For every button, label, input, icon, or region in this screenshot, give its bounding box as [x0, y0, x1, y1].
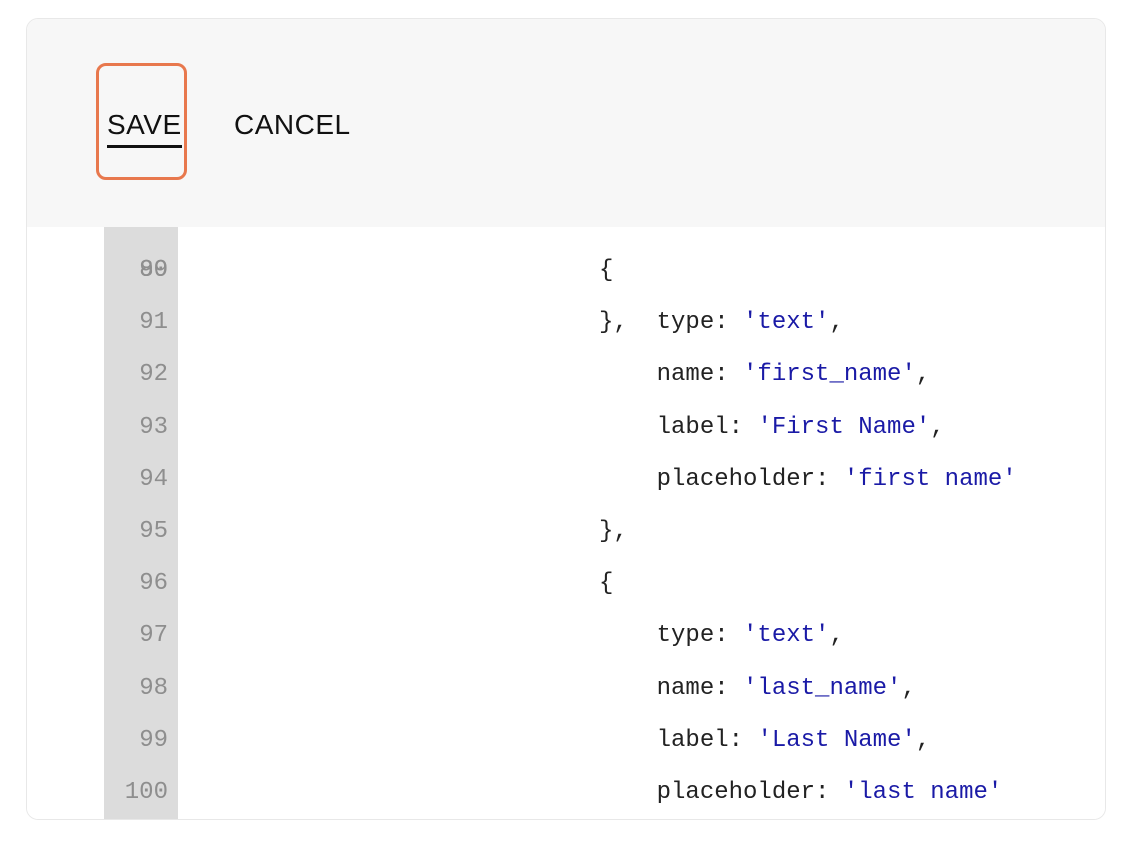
- code-line: 99 label: 'Last Name',: [27, 715, 1105, 767]
- code-text: },: [599, 309, 628, 336]
- code-text: {: [599, 558, 613, 610]
- code-key: type:: [599, 309, 744, 337]
- code-string-literal: 'Last Name': [757, 726, 916, 754]
- cancel-button[interactable]: CANCEL: [234, 107, 351, 143]
- code-line: 98 name: 'last_name',: [27, 663, 1105, 715]
- code-text: type: 'text',: [599, 297, 844, 349]
- line-number: 98: [139, 674, 168, 702]
- code-string-literal: 'first_name': [743, 361, 916, 389]
- code-text: placeholder: 'first name': [599, 454, 1017, 506]
- line-number: 91: [139, 309, 168, 337]
- code-line: 90 {: [27, 245, 1105, 297]
- code-line: 100 placeholder: 'last name': [27, 767, 1105, 819]
- code-line: 96 {: [27, 558, 1105, 610]
- code-editor[interactable]: 89 }, 90{91 type: 'text',92 name: 'first…: [27, 227, 1105, 819]
- code-string-literal: 'last_name': [743, 674, 902, 702]
- line-number: 90: [139, 257, 168, 284]
- cancel-button-label: CANCEL: [234, 109, 351, 140]
- code-text: {: [599, 245, 613, 297]
- code-text: },: [599, 506, 628, 558]
- code-punctuation: ,: [930, 413, 945, 441]
- code-key: placeholder:: [599, 465, 844, 493]
- save-button-underline: [107, 145, 182, 148]
- code-key: label:: [599, 413, 758, 441]
- code-text: name: 'first_name',: [599, 349, 931, 401]
- code-key: type:: [599, 622, 744, 650]
- line-number: 92: [139, 361, 168, 389]
- code-line-partial: 89 },: [27, 227, 1105, 336]
- code-text: placeholder: 'last name': [599, 767, 1003, 819]
- code-string-literal: 'last name': [843, 779, 1003, 806]
- code-line: 93 label: 'First Name',: [27, 402, 1105, 454]
- code-line: 97 type: 'text',: [27, 610, 1105, 662]
- code-line: 91 type: 'text',: [27, 297, 1105, 349]
- line-number: 96: [139, 570, 168, 598]
- save-button-label: SAVE: [107, 109, 182, 140]
- code-string-literal: 'text': [743, 622, 830, 650]
- line-number: 89: [139, 257, 168, 284]
- line-number: 94: [139, 465, 168, 493]
- code-key: {: [599, 570, 614, 598]
- code-line: 95},: [27, 506, 1105, 558]
- code-key: placeholder:: [599, 779, 844, 806]
- code-string-literal: 'First Name': [757, 413, 931, 441]
- code-string-literal: 'text': [743, 309, 830, 337]
- code-punctuation: ,: [829, 309, 844, 337]
- code-key: label:: [599, 726, 758, 754]
- code-key: {: [599, 257, 614, 284]
- save-button[interactable]: SAVE: [107, 107, 182, 148]
- code-line: 92 name: 'first_name',: [27, 349, 1105, 401]
- line-number: 100: [124, 779, 168, 806]
- code-punctuation: ,: [901, 674, 916, 702]
- code-line: 94 placeholder: 'first name': [27, 454, 1105, 506]
- code-punctuation: ,: [915, 726, 931, 754]
- code-key: },: [599, 518, 628, 545]
- line-number: 97: [139, 622, 168, 650]
- code-text: label: 'Last Name',: [599, 715, 931, 767]
- line-number-gutter: [104, 227, 178, 819]
- code-punctuation: ,: [829, 622, 844, 650]
- code-key: name:: [599, 361, 744, 389]
- code-text: type: 'text',: [599, 610, 844, 662]
- code-string-literal: 'first name': [843, 465, 1017, 493]
- line-number: 99: [139, 726, 168, 754]
- editor-toolbar: SAVE CANCEL: [27, 19, 1105, 227]
- code-punctuation: ,: [915, 361, 931, 389]
- line-number: 95: [139, 518, 168, 545]
- line-number: 93: [139, 413, 168, 441]
- code-key: name:: [599, 674, 744, 702]
- code-text: name: 'last_name',: [599, 663, 916, 715]
- code-text: label: 'First Name',: [599, 402, 945, 454]
- editor-card: SAVE CANCEL 89 }, 90{91 type: 'text',92 …: [26, 18, 1106, 820]
